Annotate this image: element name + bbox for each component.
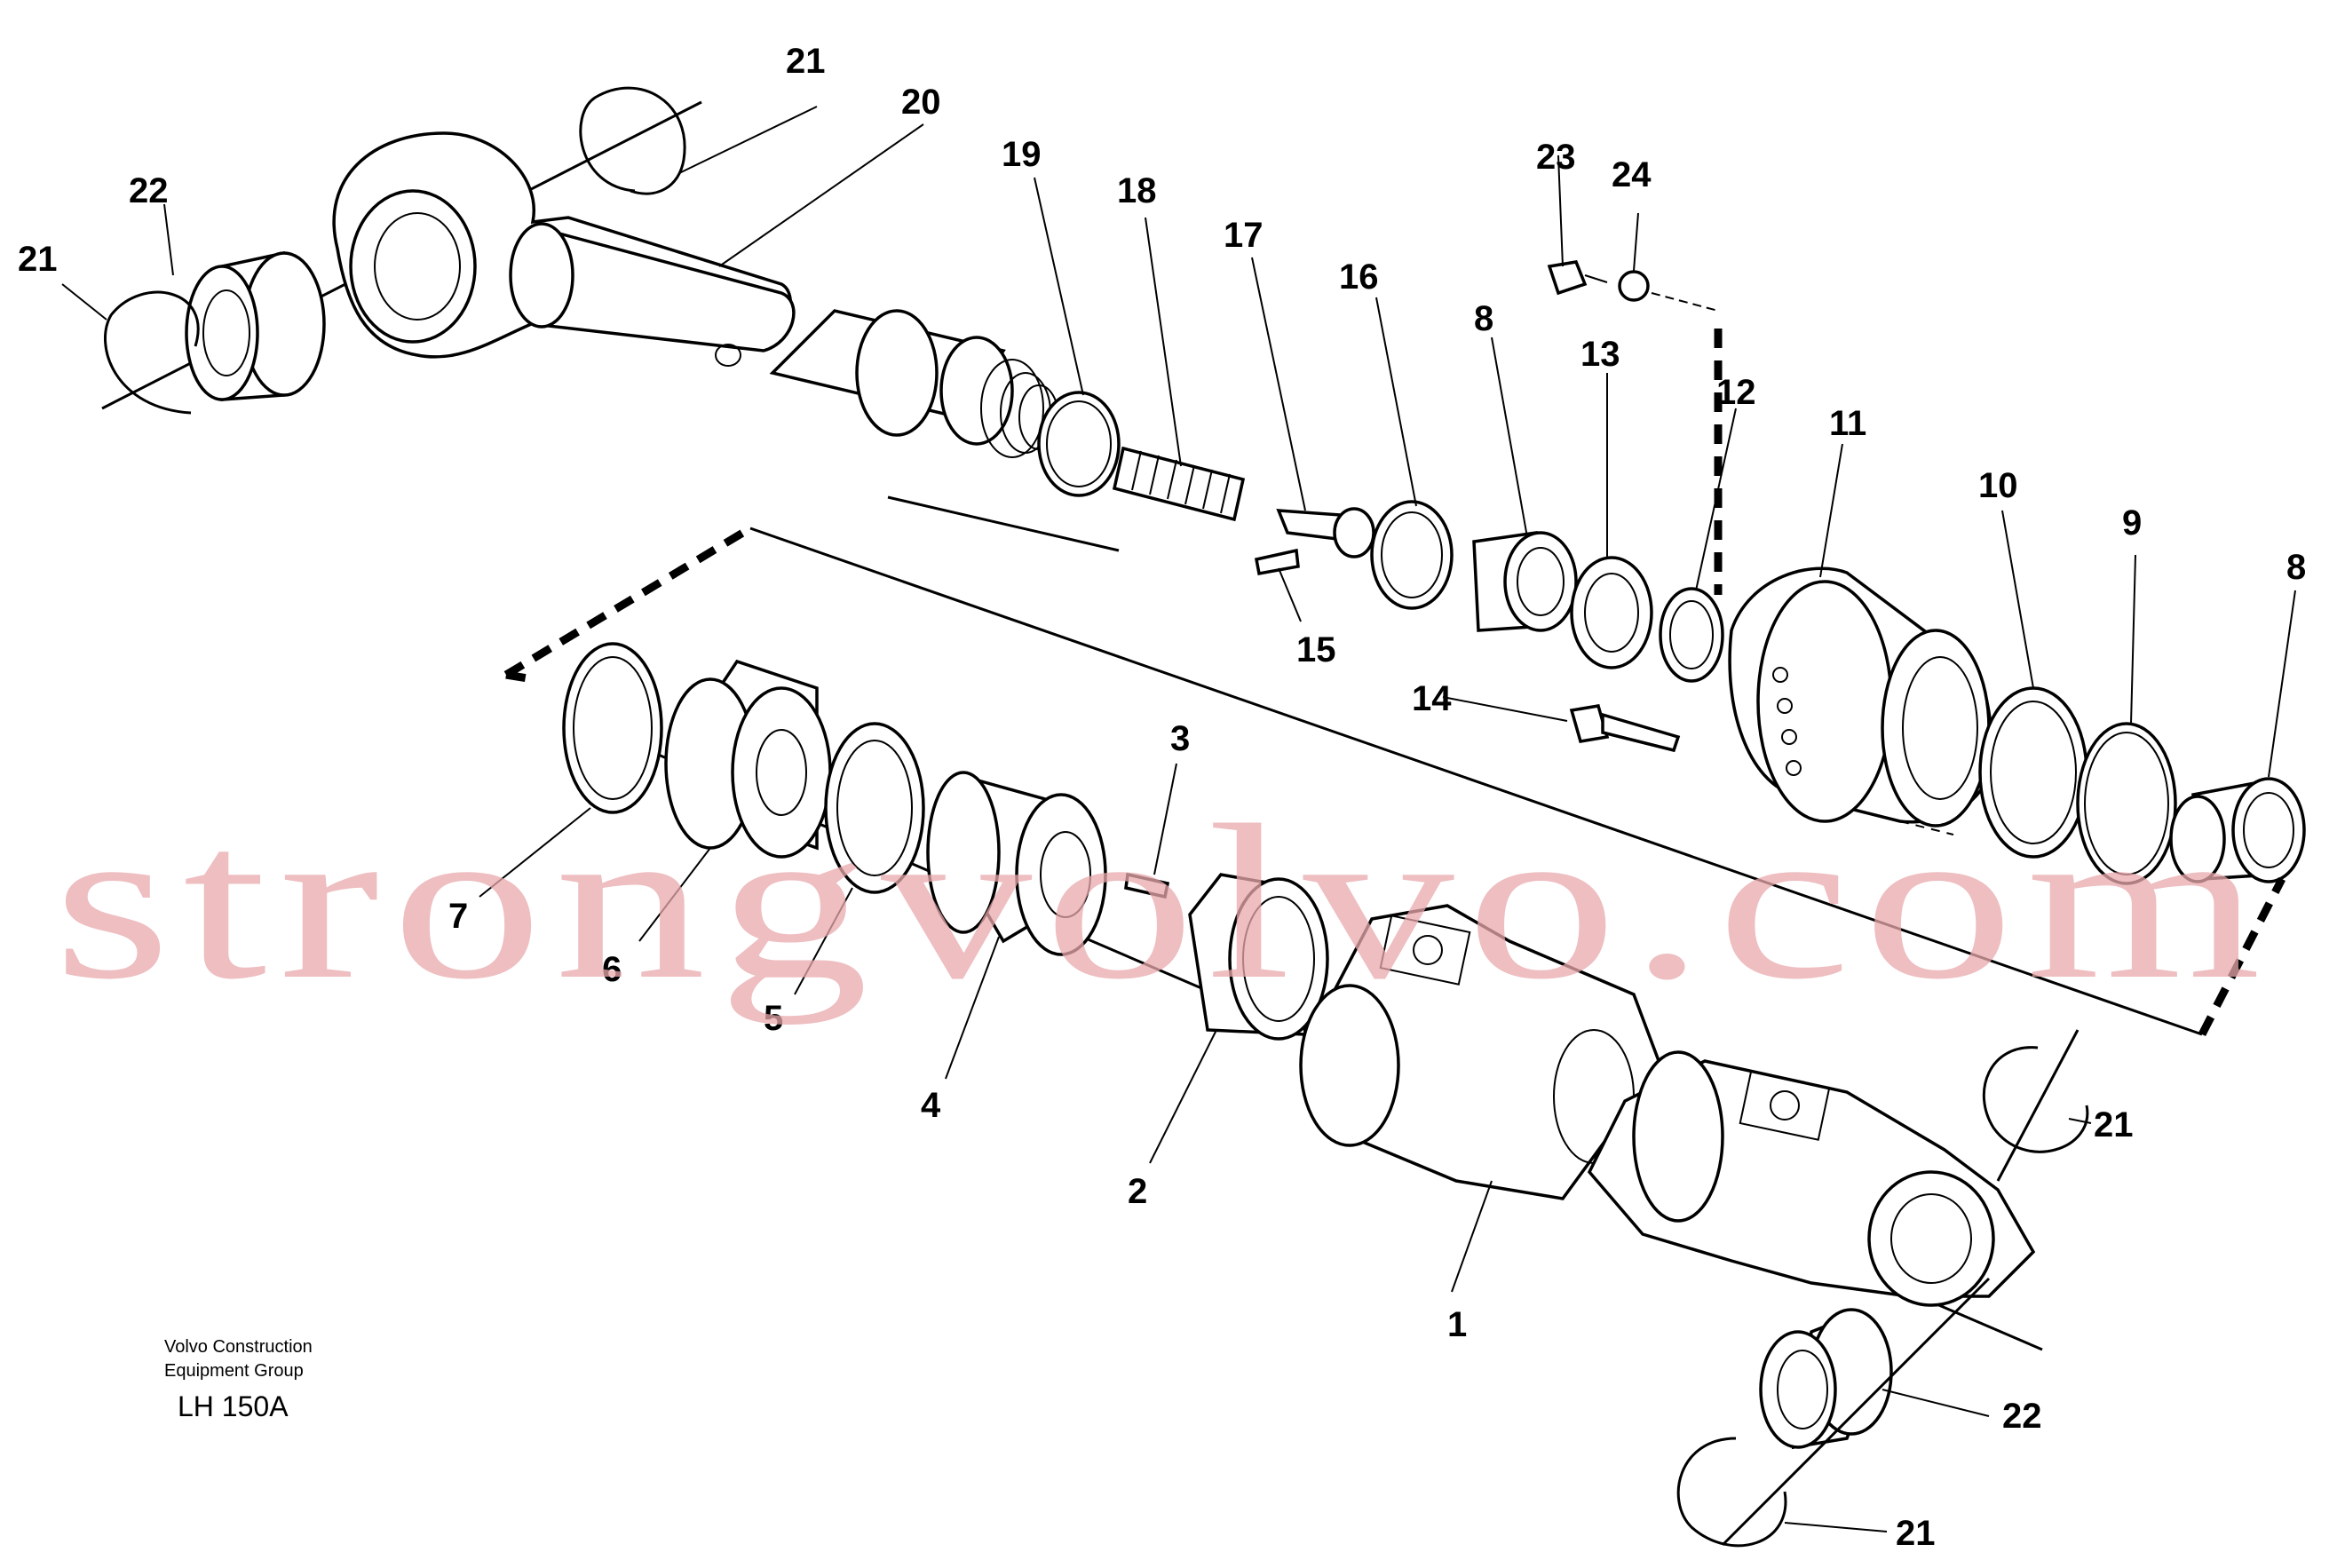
- callout-22-upper: 22: [129, 171, 169, 210]
- callout-17: 17: [1224, 216, 1264, 255]
- bushing-part-8-upper: [1472, 531, 1578, 632]
- seal-part-13: [1570, 556, 1653, 669]
- callout-12: 12: [1716, 373, 1756, 412]
- ring-part-5: [824, 722, 925, 894]
- o-ring-part-19: [1037, 391, 1121, 497]
- callout-8-right: 8: [2286, 548, 2306, 587]
- caption-model: LH 150A: [178, 1390, 289, 1422]
- callout-4: 4: [921, 1086, 941, 1125]
- leader-lines: [61, 106, 2296, 1532]
- callout-19: 19: [1002, 135, 1042, 174]
- piston-part-6: [664, 659, 832, 859]
- callout-11: 11: [1829, 404, 1866, 443]
- spring-part-18: [1112, 446, 1246, 522]
- bearing-part-22-upper: [185, 251, 326, 401]
- pin-part-15: [1254, 548, 1300, 576]
- rod-eye-part-20: [332, 131, 796, 367]
- valve-part-17: [1276, 507, 1375, 558]
- callout-15: 15: [1296, 630, 1336, 669]
- bushing-part-8-right: [2169, 777, 2306, 883]
- bushing-part-2: [1188, 873, 1329, 1041]
- snap-ring-part-21-bottom: [1676, 1437, 1787, 1548]
- screw-part-3: [1124, 872, 1170, 899]
- callout-14: 14: [1412, 679, 1452, 718]
- callout-22-lower: 22: [2002, 1397, 2042, 1436]
- callout-21-top: 21: [786, 42, 826, 81]
- snap-ring-part-21-top: [579, 86, 686, 195]
- tube-end-eye: [1587, 1050, 2036, 1307]
- callout-3: 3: [1170, 719, 1190, 758]
- screw-part-23: [1547, 260, 1588, 296]
- snap-ring-part-21-left: [104, 290, 200, 415]
- callout-6: 6: [602, 950, 622, 989]
- callout-21-right: 21: [2094, 1105, 2134, 1144]
- ring-part-9: [2076, 722, 2177, 885]
- callout-8-upper: 8: [1474, 299, 1493, 338]
- callout-5: 5: [764, 999, 783, 1038]
- callout-23: 23: [1536, 138, 1576, 177]
- cylinder-head-part-11: [1728, 566, 1993, 828]
- callout-24: 24: [1612, 155, 1652, 194]
- cylinder-tube-assembly: [562, 642, 2089, 1548]
- dashed-assembly-boundary: [503, 525, 2286, 1037]
- ring-part-7: [562, 642, 663, 814]
- washer-part-24: [1618, 270, 1650, 302]
- callout-20: 20: [901, 83, 941, 122]
- nut-part-4: [926, 771, 1107, 956]
- callout-16: 16: [1339, 257, 1379, 297]
- callout-7: 7: [448, 897, 468, 936]
- rod-threaded-end: [769, 309, 1059, 458]
- piston-rod-assembly: [101, 86, 2306, 885]
- cylinder-tube-part-1: [1299, 904, 1662, 1200]
- valve-axis: [887, 495, 1120, 552]
- caption-company-line1: Volvo Construction: [164, 1337, 313, 1357]
- callout-10: 10: [1978, 466, 2018, 505]
- ring-part-16: [1370, 500, 1454, 610]
- callout-18: 18: [1117, 171, 1157, 210]
- watermark-text: strongvolvo.com: [53, 780, 2273, 1026]
- callout-9: 9: [2122, 503, 2142, 542]
- callout-1: 1: [1447, 1305, 1467, 1344]
- bolt-part-14: [1569, 704, 1610, 743]
- drawing-caption: Volvo Construction Equipment Group LH 15…: [164, 1337, 313, 1422]
- callout-labels: 1 2 3 4 5 6 7 8 8 9 10 11 12 13 14 15 16…: [18, 42, 2306, 1553]
- callout-13: 13: [1580, 335, 1620, 374]
- callout-21-left: 21: [18, 240, 58, 279]
- snap-ring-part-21-right: [1982, 1046, 2089, 1153]
- callout-2: 2: [1128, 1172, 1147, 1211]
- caption-company-line2: Equipment Group: [164, 1361, 304, 1381]
- bearing-part-22-lower: [1759, 1308, 1893, 1450]
- callout-21-bottom: 21: [1896, 1514, 1936, 1553]
